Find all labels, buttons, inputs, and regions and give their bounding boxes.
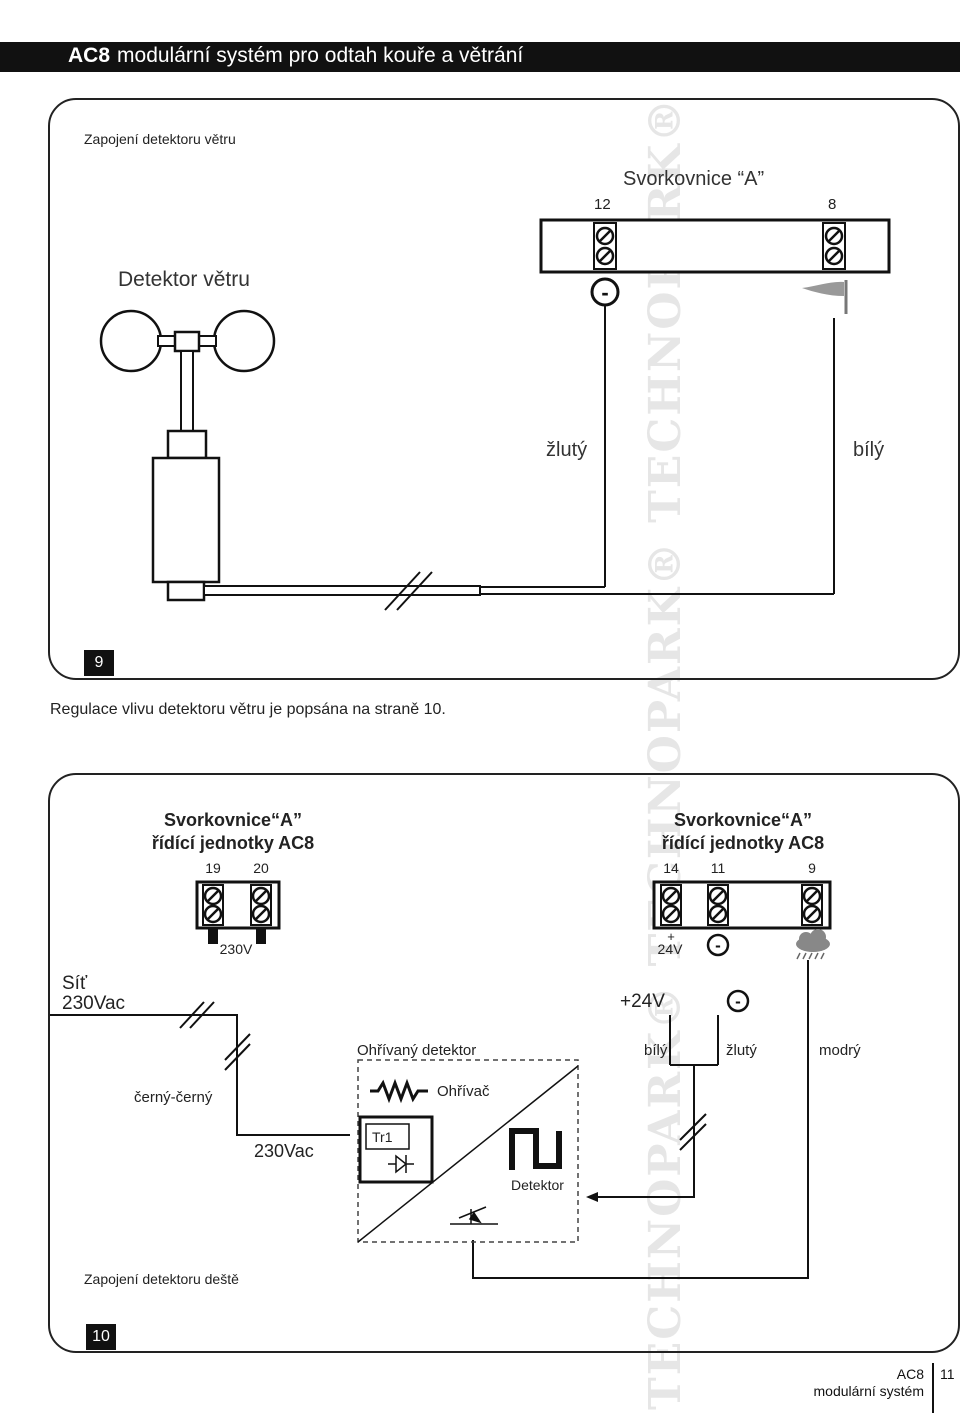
screw-icon bbox=[824, 246, 844, 266]
figure-9-number: 9 bbox=[84, 650, 114, 676]
screw-icon bbox=[661, 886, 681, 906]
screw-icon bbox=[251, 904, 271, 924]
terminal-9-label: 9 bbox=[808, 860, 816, 876]
figure-9-panel bbox=[48, 98, 960, 680]
pulse-icon bbox=[509, 1128, 562, 1170]
mains-voltage-label: 230Vac bbox=[62, 993, 125, 1014]
v24-small-label: 24V bbox=[658, 941, 684, 957]
figure-10-number: 10 bbox=[86, 1324, 116, 1350]
wire-yellow-label: žlutý bbox=[546, 439, 587, 461]
black-black-label: černý-černý bbox=[134, 1089, 213, 1106]
figure-10-caption: Zapojení detektoru deště bbox=[84, 1271, 239, 1287]
footer: AC8 modulární systém bbox=[814, 1366, 924, 1400]
wire-yellow-label: žlutý bbox=[726, 1042, 757, 1059]
footer-divider bbox=[932, 1363, 934, 1413]
screw-icon bbox=[708, 904, 728, 924]
wire-blue-label: modrý bbox=[819, 1042, 861, 1059]
wind-detector-label: Detektor větru bbox=[118, 268, 250, 291]
right-terminal-block bbox=[652, 880, 832, 930]
screw-icon bbox=[661, 904, 681, 924]
diode-icon bbox=[388, 1154, 414, 1174]
heated-detector-label: Ohřívaný detektor bbox=[357, 1042, 476, 1059]
page-title: AC8 modulární systém pro odtah kouře a vě… bbox=[68, 44, 523, 68]
minus-symbol: - bbox=[601, 280, 608, 305]
screw-icon bbox=[203, 904, 223, 924]
heated-detector-box bbox=[357, 1059, 579, 1243]
anemometer-icon bbox=[99, 309, 276, 602]
v24-large-label: +24V bbox=[620, 991, 665, 1012]
terminal-title: Svorkovnice “A” bbox=[623, 168, 764, 190]
brand-name: AC8 bbox=[68, 44, 111, 67]
minus-icon bbox=[726, 989, 750, 1013]
wire-white-label: bílý bbox=[644, 1042, 668, 1059]
screw-icon bbox=[251, 886, 271, 906]
right-terminal-title: Svorkovnice“A” bbox=[674, 810, 812, 830]
terminal-12-label: 12 bbox=[594, 196, 611, 213]
terminal-19-label: 19 bbox=[205, 860, 221, 876]
note-text: Regulace vlivu detektoru větru je popsán… bbox=[50, 701, 446, 718]
terminal-wire bbox=[256, 928, 266, 944]
arrow-icon bbox=[586, 1192, 598, 1202]
terminal-wire bbox=[208, 928, 218, 944]
wind-flag-icon bbox=[802, 280, 848, 314]
left-terminal-title: Svorkovnice“A” bbox=[164, 810, 302, 830]
tr1-label: Tr1 bbox=[372, 1129, 393, 1145]
wiring bbox=[50, 960, 809, 1279]
header-bar: AC8 modulární systém pro odtah kouře a vě… bbox=[0, 42, 960, 72]
figure-10-panel bbox=[48, 773, 960, 1353]
rain-cloud-icon bbox=[796, 929, 830, 960]
wire-white-label: bílý bbox=[853, 439, 884, 461]
minus-icon bbox=[706, 933, 730, 957]
v230-label: 230V bbox=[220, 941, 253, 957]
screw-icon bbox=[824, 226, 844, 246]
title-text: modulární systém pro odtah kouře a větrá… bbox=[117, 44, 524, 67]
heater-icon bbox=[370, 1078, 428, 1104]
screw-icon bbox=[595, 246, 615, 266]
screw-icon bbox=[203, 886, 223, 906]
detector-label: Detektor bbox=[511, 1177, 564, 1193]
mains-label: Síť bbox=[62, 973, 88, 994]
minus-symbol: - bbox=[735, 992, 741, 1011]
page-number: 11 bbox=[940, 1366, 955, 1382]
screw-icon bbox=[802, 904, 822, 924]
terminal-14-label: 14 bbox=[663, 860, 679, 876]
cable bbox=[203, 305, 835, 611]
minus-symbol: - bbox=[715, 936, 721, 955]
terminal-20-label: 20 bbox=[253, 860, 269, 876]
footer-subtitle: modulární systém bbox=[813, 1383, 924, 1399]
figure-9-caption: Zapojení detektoru větru bbox=[84, 131, 236, 147]
screw-icon bbox=[802, 886, 822, 906]
screw-icon bbox=[595, 226, 615, 246]
footer-product: AC8 bbox=[896, 1366, 924, 1382]
terminal-8-label: 8 bbox=[828, 196, 836, 213]
screw-icon bbox=[708, 886, 728, 906]
terminal-11-label: 11 bbox=[711, 860, 726, 876]
left-terminal-subtitle: řídící jednotky AC8 bbox=[152, 833, 314, 853]
tr1-box bbox=[365, 1123, 410, 1150]
heater-label: Ohřívač bbox=[437, 1083, 490, 1100]
vac230-label: 230Vac bbox=[254, 1141, 314, 1161]
plus-symbol: + bbox=[667, 929, 675, 944]
right-terminal-subtitle: řídící jednotky AC8 bbox=[662, 833, 824, 853]
transistor-icon bbox=[450, 1206, 498, 1225]
diagonal-divider bbox=[357, 1065, 579, 1243]
